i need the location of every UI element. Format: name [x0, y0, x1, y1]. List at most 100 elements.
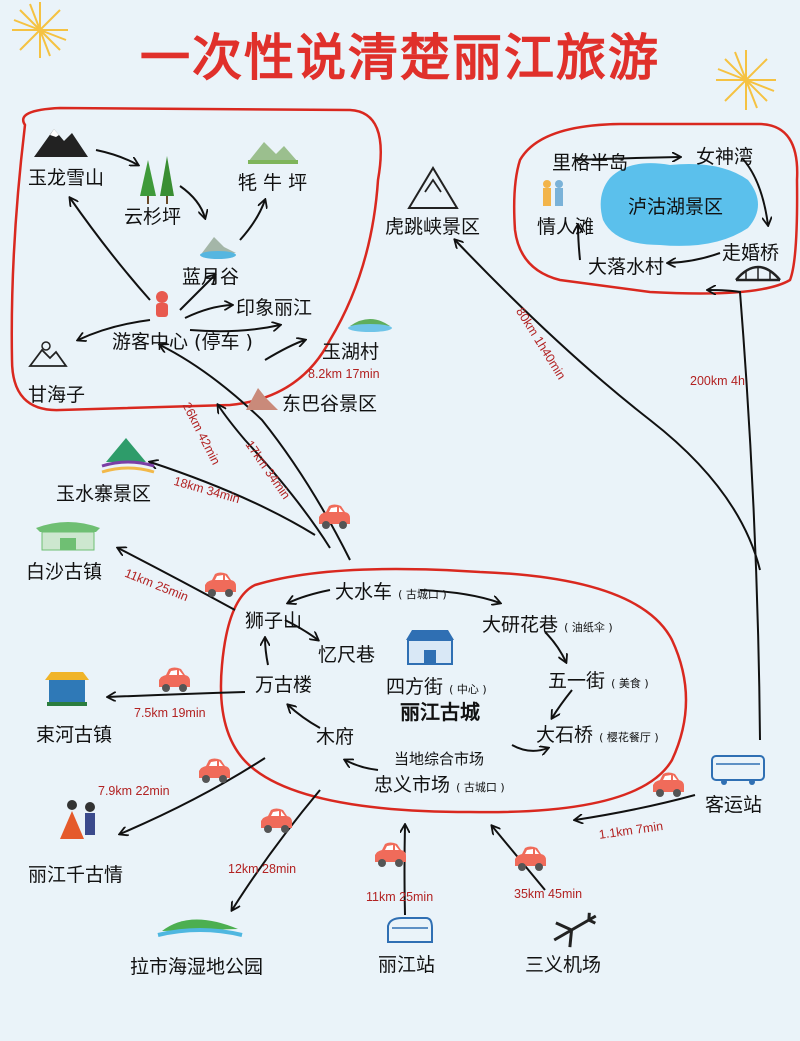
place-name: 五一街	[548, 670, 606, 692]
place-wuyijie[interactable]: 五一街 ( 美食 )	[548, 666, 649, 693]
place-qingren[interactable]: 情人滩	[537, 216, 595, 238]
place-lijiang-station[interactable]: 丽江站	[378, 954, 436, 976]
north-region-outline	[10, 106, 382, 412]
place-yichixiang[interactable]: 忆尺巷	[318, 644, 376, 666]
place-sanyi-airport[interactable]: 三义机场	[525, 954, 602, 976]
tourist-icon	[156, 291, 168, 317]
distance-shuhe: 7.5km 19min	[134, 706, 206, 720]
dancers-icon	[60, 800, 95, 839]
valley-icon	[246, 388, 278, 410]
place-dongba[interactable]: 东巴谷景区	[282, 393, 378, 415]
place-name: 忠义市场	[374, 774, 451, 796]
distance-qiangu: 7.9km 22min	[98, 784, 170, 798]
route-to-yuhu	[264, 340, 305, 361]
place-dayan[interactable]: 大研花巷 ( 油纸伞 )	[482, 610, 613, 637]
route-to-shuhe	[108, 691, 246, 697]
place-tiger-leaping[interactable]: 虎跳峡景区	[385, 216, 481, 238]
place-baisha[interactable]: 白沙古镇	[26, 561, 103, 583]
ancient-gate-icon	[36, 522, 100, 551]
canyon-icon	[407, 166, 459, 209]
lake-village-icon	[348, 319, 392, 332]
place-name: 大石桥	[536, 724, 594, 746]
place-wangulou[interactable]: 万古楼	[255, 674, 313, 696]
place-name: 四方街	[386, 676, 444, 698]
pavilion-icon	[45, 672, 89, 706]
place-dashuiche[interactable]: 大水车 ( 古城口 )	[335, 577, 447, 604]
place-note: ( 樱花餐厅 )	[599, 731, 659, 744]
lugu-region-outline	[512, 122, 799, 295]
resort-icon	[101, 438, 155, 474]
place-maoniu[interactable]: 牦 牛 坪	[238, 172, 308, 194]
route-from-station	[405, 825, 406, 916]
old-town-outline	[219, 567, 688, 814]
place-daluo-village[interactable]: 大落水村	[588, 256, 665, 278]
place-note: ( 古城口 )	[398, 588, 447, 601]
route-to-lugu	[708, 290, 761, 741]
airplane-icon	[553, 912, 597, 948]
place-zhongyi-market[interactable]: 忠义市场 ( 古城口 )	[374, 770, 505, 797]
place-name: 大研花巷	[482, 614, 559, 636]
place-yulong[interactable]: 玉龙雪山	[28, 167, 105, 189]
place-yushuizhai[interactable]: 玉水寨景区	[56, 483, 152, 505]
place-visitor-center[interactable]: 游客中心 (停车 )	[112, 331, 253, 353]
firework-icon	[716, 50, 776, 110]
place-nvshen-bay[interactable]: 女神湾	[696, 146, 754, 168]
place-shizishan[interactable]: 狮子山	[245, 610, 303, 632]
place-local-market[interactable]: 当地综合市场	[394, 750, 485, 768]
wetland-icon	[157, 919, 243, 937]
bridge-icon	[735, 265, 781, 282]
place-zouhun-bridge[interactable]: 走婚桥	[722, 242, 780, 264]
lugu-lake	[600, 163, 758, 246]
place-yunshan[interactable]: 云杉坪	[124, 206, 182, 228]
route-to-tiger	[455, 240, 761, 571]
place-old-town[interactable]: 丽江古城	[400, 700, 480, 724]
place-ganhaizi[interactable]: 甘海子	[28, 384, 86, 406]
place-lugu-lake[interactable]: 泸沽湖景区	[628, 196, 724, 218]
route-to-lashihai	[232, 789, 321, 910]
place-note: ( 美食 )	[611, 677, 649, 690]
page-title: 一次性说清楚丽江旅游	[140, 29, 660, 87]
place-shuhe[interactable]: 束河古镇	[36, 724, 113, 746]
car-icon	[319, 504, 350, 529]
sun-mountain-icon	[28, 341, 68, 367]
route-to-dongba	[218, 405, 331, 549]
place-mufu[interactable]: 木府	[316, 726, 355, 748]
route-arrows	[70, 149, 768, 340]
place-lashihai[interactable]: 拉市海湿地公园	[130, 956, 264, 978]
lake-valley-icon	[200, 237, 236, 259]
distance-yuhu: 8.2km 17min	[308, 367, 380, 381]
place-lanyue[interactable]: 蓝月谷	[182, 266, 240, 288]
place-lige-peninsula[interactable]: 里格半岛	[552, 152, 629, 174]
meadow-icon	[248, 142, 298, 164]
distance-airport: 35km 45min	[514, 887, 583, 901]
place-note: ( 古城口 )	[456, 781, 505, 794]
place-name: 大水车	[335, 581, 393, 603]
place-dashiqiao[interactable]: 大石桥 ( 樱花餐厅 )	[536, 720, 659, 747]
people-icon	[543, 180, 563, 206]
old-town-gate-icon	[406, 630, 454, 665]
train-icon	[387, 917, 433, 943]
place-yinxiang[interactable]: 印象丽江	[236, 297, 313, 319]
pine-tree-icon	[140, 156, 174, 204]
route-to-qiangu	[120, 757, 266, 834]
place-yuhu[interactable]: 玉湖村	[322, 341, 380, 363]
distance-lugu: 200km 4h	[690, 374, 745, 388]
firework-icon	[12, 2, 68, 58]
car-icon	[205, 572, 236, 597]
car-icon	[261, 808, 292, 833]
car-icon	[515, 846, 546, 871]
car-icon	[199, 758, 230, 783]
place-bus-station[interactable]: 客运站	[705, 794, 763, 816]
place-sifangjie[interactable]: 四方街 ( 中心 )	[386, 672, 487, 699]
distance-station: 11km 25min	[366, 890, 434, 904]
old-town-arrows	[265, 589, 573, 771]
car-icon	[159, 667, 190, 692]
place-note: ( 中心 )	[449, 683, 487, 696]
snow-mountain-icon	[34, 129, 88, 157]
place-qiangu[interactable]: 丽江千古情	[28, 864, 124, 886]
route-to-yushuizhai	[150, 462, 316, 536]
distance-lashihai: 12km 28min	[228, 862, 297, 876]
place-note: ( 油纸伞 )	[564, 621, 613, 634]
route-to-baisha	[118, 548, 236, 611]
